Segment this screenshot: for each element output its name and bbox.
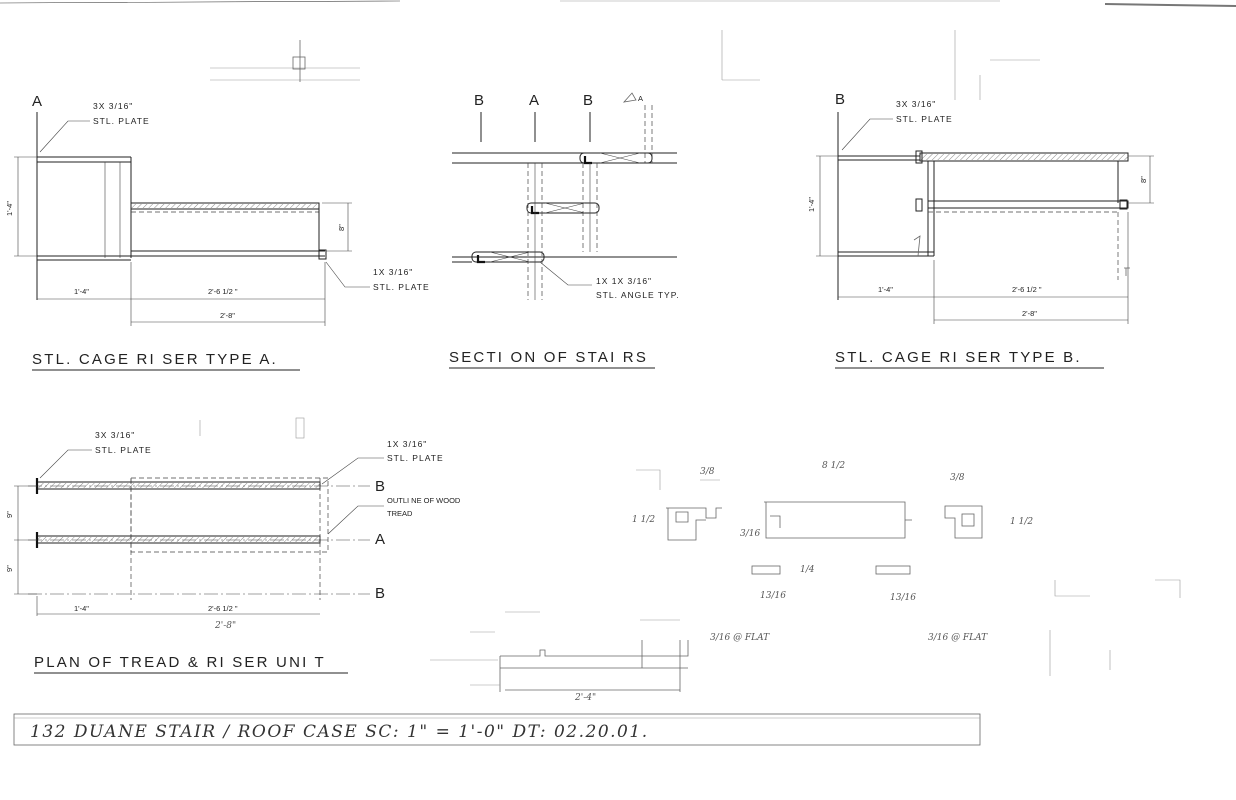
grid-label-b-left: B — [474, 92, 484, 109]
dim-tread: 2'-6 1/2 " — [208, 287, 238, 296]
note-right-line1: 1X 3/16" — [387, 439, 427, 449]
note-top-line1: 3X 3/16" — [93, 101, 133, 111]
grid-label-b: B — [835, 91, 845, 108]
sketch-dim-7: 1/4 — [800, 565, 815, 575]
note-top-line2: STL. PLATE — [93, 116, 150, 126]
dim-height: 1'-4" — [807, 197, 816, 212]
drawing-title: STL. CAGE RI SER TYPE A. — [32, 351, 278, 368]
dim-spacing-lower: 9" — [5, 565, 14, 572]
riser-type-b-drawing: B 3X 3/16" STL. PLATE 1'-4" 8" — [807, 91, 1154, 369]
plan-tread-riser-drawing: 3X 3/16" STL. PLATE 1X 3/16" STL. PLATE … — [5, 417, 461, 674]
dim-depth: 1'-4" — [74, 604, 89, 613]
drawing-title: SECTI ON OF STAI RS — [449, 349, 648, 366]
dim-overall: 2'-8" — [1022, 309, 1037, 318]
sketch-dim-12: 2'-4" — [574, 693, 596, 703]
grid-label-b-bottom: B — [375, 585, 385, 602]
note-wood-line2: TREAD — [387, 509, 413, 518]
dim-tread: 2'-6 1/2 " — [208, 604, 238, 613]
dim-handwritten: 2'-8" — [214, 621, 236, 631]
dim-depth: 1'-4" — [74, 287, 89, 296]
note-top-line2: STL. PLATE — [896, 114, 953, 124]
note-left-line1: 3X 3/16" — [95, 430, 135, 440]
note-left-line2: STL. PLATE — [95, 445, 152, 455]
sketch-dim-3: 8 1/2 — [822, 461, 845, 471]
title-block: 132 DUANE STAIR / ROOF CASE SC: 1" = 1'-… — [13, 713, 981, 746]
dim-tread: 2'-6 1/2 " — [1012, 285, 1042, 294]
sketch-dim-4: 3/16 — [740, 529, 760, 539]
sketch-dim-8: 13/16 — [760, 591, 786, 601]
drawing-title: STL. CAGE RI SER TYPE B. — [835, 349, 1082, 366]
note-wood-line1: OUTLI NE OF WOOD — [387, 496, 461, 505]
title-block-text: 132 DUANE STAIR / ROOF CASE SC: 1" = 1'-… — [30, 722, 649, 742]
sketch-dim-11: 3/16 @ FLAT — [928, 633, 988, 643]
grid-label-a: A — [529, 92, 539, 109]
note-angle-line1: 1X 1X 3/16" — [596, 276, 652, 286]
grid-label-a-small: A — [638, 94, 643, 103]
sketch-dim-2: 1 1/2 — [632, 515, 655, 525]
dim-spacing-upper: 9" — [5, 511, 14, 518]
sketch-dim-1: 3/8 — [700, 467, 715, 477]
sketch-dim-9: 13/16 — [890, 593, 916, 603]
grid-label-a: A — [32, 93, 42, 110]
note-angle-line2: STL. ANGLE TYP. — [596, 290, 680, 300]
sketch-dim-5: 3/8 — [950, 473, 965, 483]
dim-overall: 2'-8" — [220, 311, 235, 320]
dim-depth: 1'-4" — [878, 285, 893, 294]
dim-riser: 8" — [337, 224, 346, 231]
riser-type-a-drawing: A 3X 3/16" STL. PLATE 1X 3/16" STL. PLAT… — [5, 93, 430, 371]
note-bottom-line1: 1X 3/16" — [373, 267, 413, 277]
drawing-title: PLAN OF TREAD & RI SER UNI T — [34, 654, 326, 671]
grid-label-a: A — [375, 531, 385, 548]
faint-construction-sketch — [210, 30, 1040, 100]
note-right-line2: STL. PLATE — [387, 453, 444, 463]
dim-height: 1'-4" — [5, 201, 14, 216]
section-of-stairs-drawing: B A B A 1X 1X 3/16" — [449, 92, 680, 369]
grid-label-b-right: B — [583, 92, 593, 109]
sketch-dim-6: 1 1/2 — [1010, 517, 1033, 527]
note-bottom-line2: STL. PLATE — [373, 282, 430, 292]
sketch-dim-10: 3/16 @ FLAT — [710, 633, 770, 643]
grid-label-b-top: B — [375, 478, 385, 495]
hand-sketch-details: 3/8 1 1/2 8 1/2 3/16 13/16 13/16 1/4 3/8… — [430, 461, 1181, 703]
scan-edge-marks — [0, 0, 1236, 7]
note-top-line1: 3X 3/16" — [896, 99, 936, 109]
dim-riser: 8" — [1139, 176, 1148, 183]
